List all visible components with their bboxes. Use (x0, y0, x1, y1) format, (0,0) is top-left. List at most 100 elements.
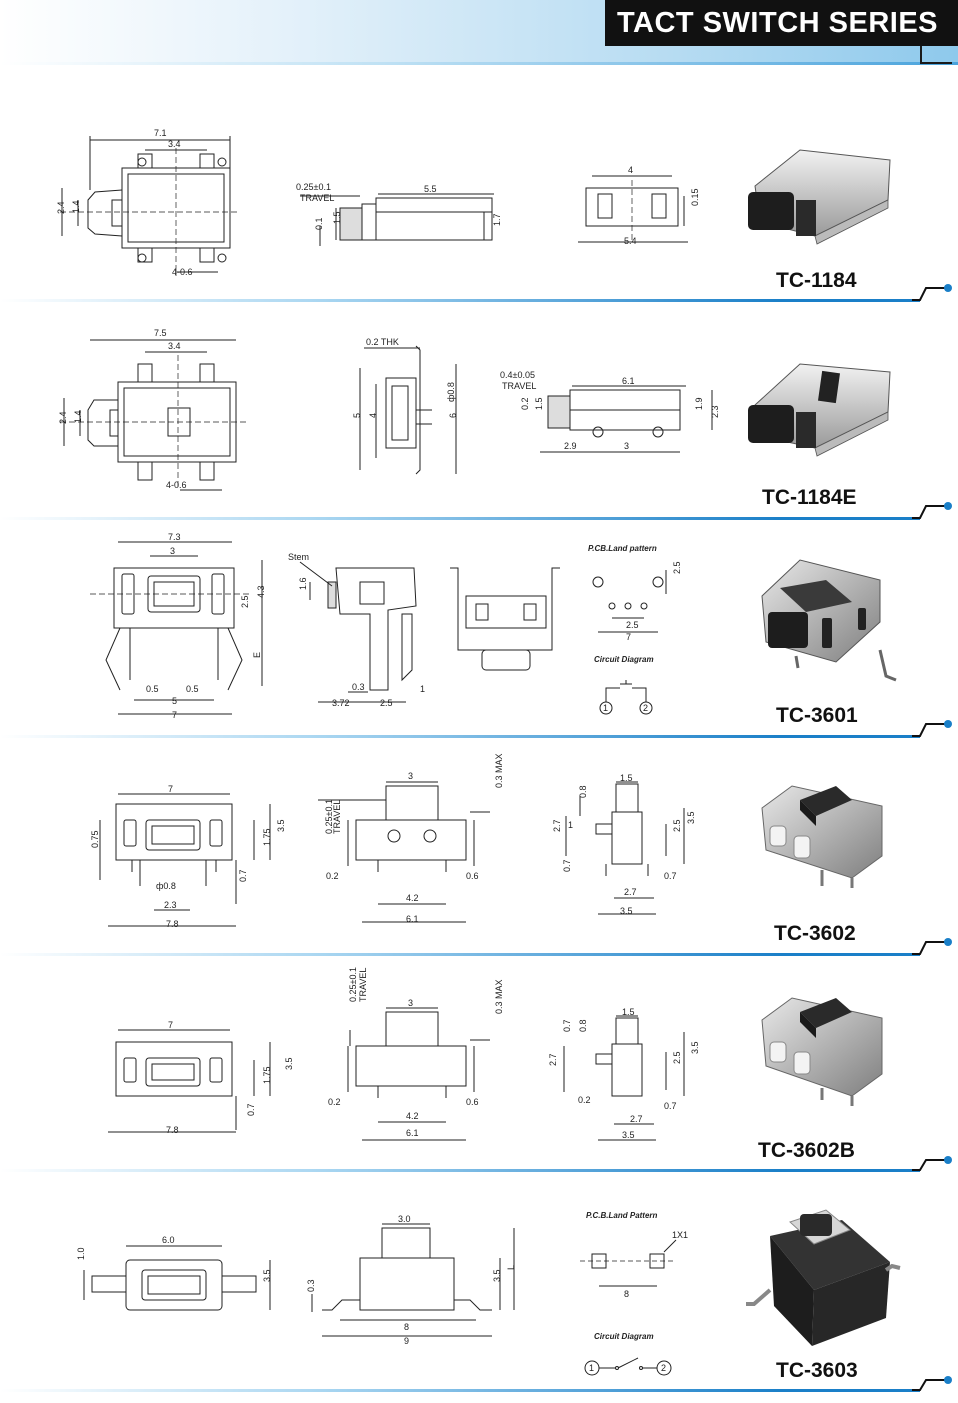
section-separator (0, 938, 952, 956)
tc3602-product-photo (761, 785, 883, 888)
dim-label: 0.2 (326, 871, 339, 881)
dim-label: 7 (172, 710, 177, 720)
dim-label: 0.7 (664, 1101, 677, 1111)
dim-label: 2.7 (552, 819, 562, 832)
model-label: TC-1184 (776, 269, 857, 292)
dim-label: 3.4 (168, 139, 181, 149)
dim-label: 3.5 (622, 1130, 635, 1140)
tc3601-pcb-land-pattern (592, 570, 667, 633)
dim-label: 3.5 (284, 1057, 294, 1070)
dim-label: 1.5 (622, 1007, 635, 1017)
dim-label: 0.3 (306, 1279, 316, 1292)
tc3602-end-view (565, 781, 685, 915)
dim-label: ф0.8 (446, 382, 456, 402)
dim-label: 1.4 (71, 200, 81, 213)
dim-label: 3.5 (690, 1041, 700, 1054)
dim-label: 7.3 (168, 532, 181, 542)
dim-label: 3.5 (620, 906, 633, 916)
dim-label: 6 (448, 413, 458, 418)
tc1184e-product-photo (748, 363, 891, 457)
circuit-diagram-label: Circuit Diagram (594, 655, 654, 664)
dim-label: E (252, 652, 262, 658)
dim-label: 2.7 (624, 887, 637, 897)
dim-label: 7.5 (154, 328, 167, 338)
dim-label: 3 (408, 998, 413, 1008)
dim-label: 0.75 (90, 830, 100, 848)
dim-label: 0.8 (578, 1019, 588, 1032)
tc3602-front-view (99, 793, 271, 927)
dim-label: 1.0 (76, 1247, 86, 1260)
dim-label: 0.7 (664, 871, 677, 881)
model-label: TC-1184E (762, 486, 857, 509)
dim-label: 4.2 (406, 1111, 419, 1121)
tc3602b-product-photo (761, 997, 883, 1106)
tc3602b-front-view (108, 1029, 271, 1133)
dim-label: 2.4 (58, 411, 68, 424)
dim-label: 5.5 (424, 184, 437, 194)
tc1184-front-view (578, 175, 688, 243)
dim-label: 3.5 (492, 1269, 502, 1282)
dim-label: 5 (352, 413, 362, 418)
dim-label: 6.1 (406, 914, 419, 924)
tc1184-top-view (60, 136, 240, 276)
tc3601-product-photo (761, 559, 897, 682)
dim-label: 1.9 (694, 397, 704, 410)
dim-label: 7.1 (154, 128, 167, 138)
dim-label: 0.5 (146, 684, 159, 694)
dim-label: 3.72 (332, 698, 350, 708)
dim-label: 2.5 (380, 698, 393, 708)
dim-label: 3 (624, 441, 629, 451)
dim-label: 0.7 (562, 859, 572, 872)
dim-label: 8 (624, 1289, 629, 1299)
dim-label: 3.5 (276, 819, 286, 832)
dim-label: 1.5 (620, 773, 633, 783)
dim-label: TRAVEL (332, 800, 342, 834)
dim-label: 3 (170, 546, 175, 556)
dim-label: 0.5 (186, 684, 199, 694)
tc3602-side-view (318, 781, 490, 923)
dim-label: 4.3 (256, 585, 266, 598)
dim-label: 6.0 (162, 1235, 175, 1245)
dim-label: 0.7 (246, 1103, 256, 1116)
tc1184-product-photo (748, 149, 891, 245)
tc3601-front-view (90, 541, 263, 715)
title-background (605, 0, 958, 46)
tc3603-top-view (83, 1245, 271, 1311)
tc3601-circuit-diagram (599, 680, 653, 715)
dim-label: 1 (420, 684, 425, 694)
dim-label: 1.75 (262, 828, 272, 846)
dim-label: 2.5 (672, 819, 682, 832)
dim-label: 0.25±0.1 (348, 967, 358, 1002)
section-separator (0, 284, 952, 302)
tc3603-product-photo (746, 1209, 901, 1346)
dim-label: 0.25±0.1 (324, 799, 334, 834)
dim-label: 0.15 (690, 188, 700, 206)
tc3603-side-view (311, 1223, 515, 1337)
tc3603-pcb-land-pattern (580, 1239, 677, 1287)
tc3603-circuit-diagram (584, 1357, 672, 1376)
page-title: TACT SWITCH SERIES (616, 7, 939, 39)
dim-label: 4.2 (406, 893, 419, 903)
tc1184e-front-view (540, 385, 713, 453)
dim-label: 1.7 (492, 213, 502, 226)
model-label: TC-3603 (776, 1359, 858, 1382)
tc3602b-side-view (347, 1007, 490, 1141)
dim-label: 2.5 (672, 1051, 682, 1064)
pin-number: 2 (661, 1363, 666, 1373)
dim-label: 1.4 (73, 410, 83, 423)
dim-label: 1.5 (534, 397, 544, 410)
title-corner-bracket (920, 46, 952, 64)
dim-label: 5 (172, 696, 177, 706)
dim-label: 2.5 (626, 620, 639, 630)
dim-label: 1.6 (298, 577, 308, 590)
dim-label: 3.4 (168, 341, 181, 351)
dim-label: 1.75 (262, 1066, 272, 1084)
tc3601-back-view (450, 567, 560, 671)
dim-label: 0.3 MAX (494, 753, 504, 788)
dim-label: 9 (404, 1336, 409, 1346)
dim-label: ф0.8 (156, 881, 176, 891)
dim-label: TRAVEL (300, 193, 334, 203)
pin-number: 1 (603, 703, 608, 713)
dim-label: 1 (568, 820, 573, 830)
